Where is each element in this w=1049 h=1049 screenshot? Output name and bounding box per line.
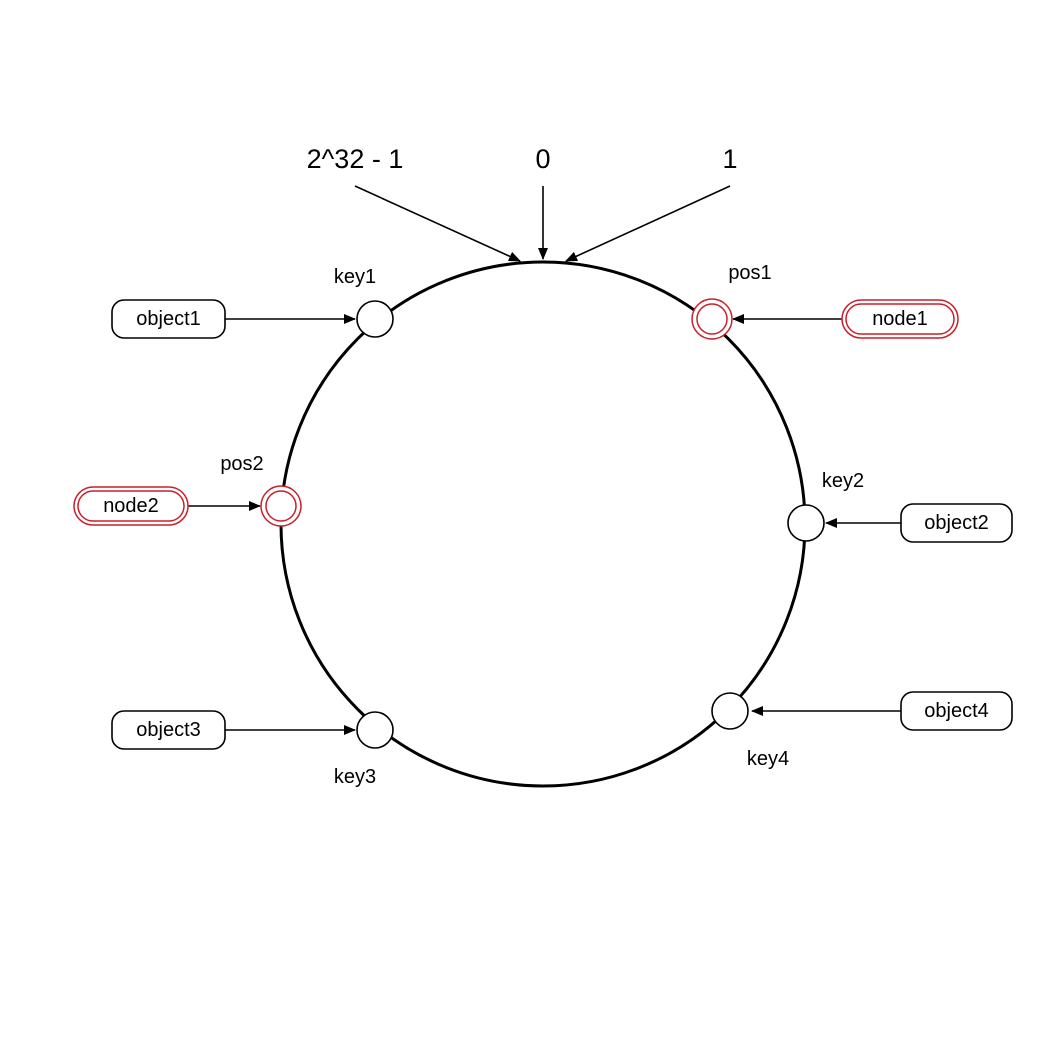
pos2-node-marker-inner	[265, 490, 297, 522]
key3-key-marker[interactable]	[356, 711, 394, 749]
pos1-label: pos1	[728, 262, 771, 284]
key3-group: key3 object3	[111, 710, 394, 788]
label-one: 1	[722, 144, 737, 174]
label-zero: 0	[535, 144, 550, 174]
node1-box[interactable]	[841, 299, 959, 339]
key4-key-marker[interactable]	[711, 692, 749, 730]
object3-box[interactable]	[111, 710, 226, 750]
pos2-label: pos2	[220, 453, 263, 475]
arrow-max	[354, 185, 521, 262]
object2-label: object2	[924, 512, 989, 534]
pos1-node-marker-inner	[696, 303, 728, 335]
key2-label: key2	[822, 470, 864, 492]
key1-group: key1 object1	[111, 266, 394, 339]
key1-label: key1	[334, 266, 376, 288]
key2-key-marker[interactable]	[787, 504, 825, 542]
node2-box-inner	[77, 490, 185, 522]
object3-label: object3	[136, 719, 201, 741]
object4-label: object4	[924, 700, 989, 722]
node1-label: node1	[872, 308, 928, 330]
arrow-one	[565, 185, 731, 262]
pos1-group: pos1 node1	[691, 262, 959, 340]
label-max: 2^32 - 1	[307, 144, 404, 174]
key1-key-marker[interactable]	[356, 300, 394, 338]
object4-box[interactable]	[900, 691, 1013, 731]
key3-label: key3	[334, 766, 376, 788]
node2-box[interactable]	[73, 486, 189, 526]
node2-label: node2	[103, 495, 159, 517]
key4-label: key4	[747, 748, 789, 770]
node1-box-inner	[845, 303, 955, 335]
pos2-group: pos2 node2	[73, 453, 302, 527]
object1-label: object1	[136, 308, 201, 330]
object1-box[interactable]	[111, 299, 226, 339]
key4-group: key4 object4	[711, 691, 1013, 770]
object2-box[interactable]	[900, 503, 1013, 543]
key2-group: key2 object2	[787, 470, 1013, 543]
